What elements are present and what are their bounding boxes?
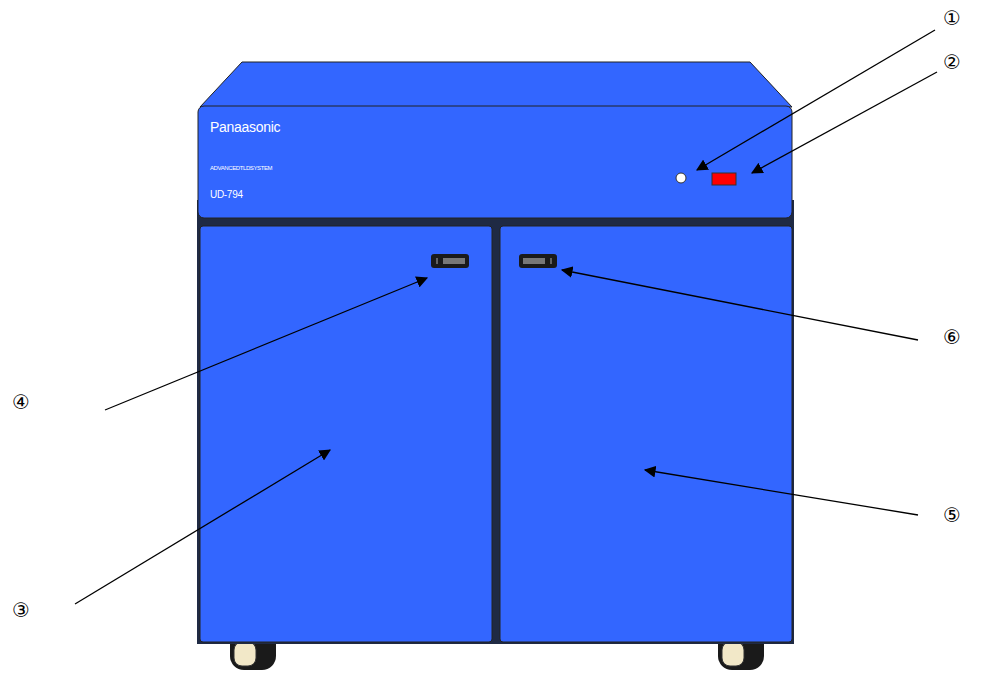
cabinet-frame xyxy=(197,200,794,644)
leader-lines xyxy=(75,30,937,604)
door-handle xyxy=(431,254,469,268)
callout-number: ② xyxy=(943,52,961,72)
system-name: ADVANCEDTLDSYSTEM xyxy=(210,165,804,172)
model-number: UD-794 xyxy=(210,189,804,201)
left-door xyxy=(200,226,492,642)
door-handle xyxy=(519,254,557,268)
callout-number: ③ xyxy=(12,600,30,620)
right-door xyxy=(500,226,792,642)
front-panel-face xyxy=(198,106,792,218)
callout-number: ④ xyxy=(12,392,30,412)
callout-number: ⑥ xyxy=(943,327,961,347)
callout-number: ① xyxy=(943,8,961,28)
cabinet-lid xyxy=(200,62,792,107)
callout-number: ⑤ xyxy=(943,505,961,525)
indicator-lamp xyxy=(676,173,686,183)
brand-name: Panaasonic xyxy=(210,119,804,135)
power-switch xyxy=(712,173,736,185)
front-panel: PanaasonicADVANCEDTLDSYSTEM UD-794 xyxy=(198,106,804,218)
